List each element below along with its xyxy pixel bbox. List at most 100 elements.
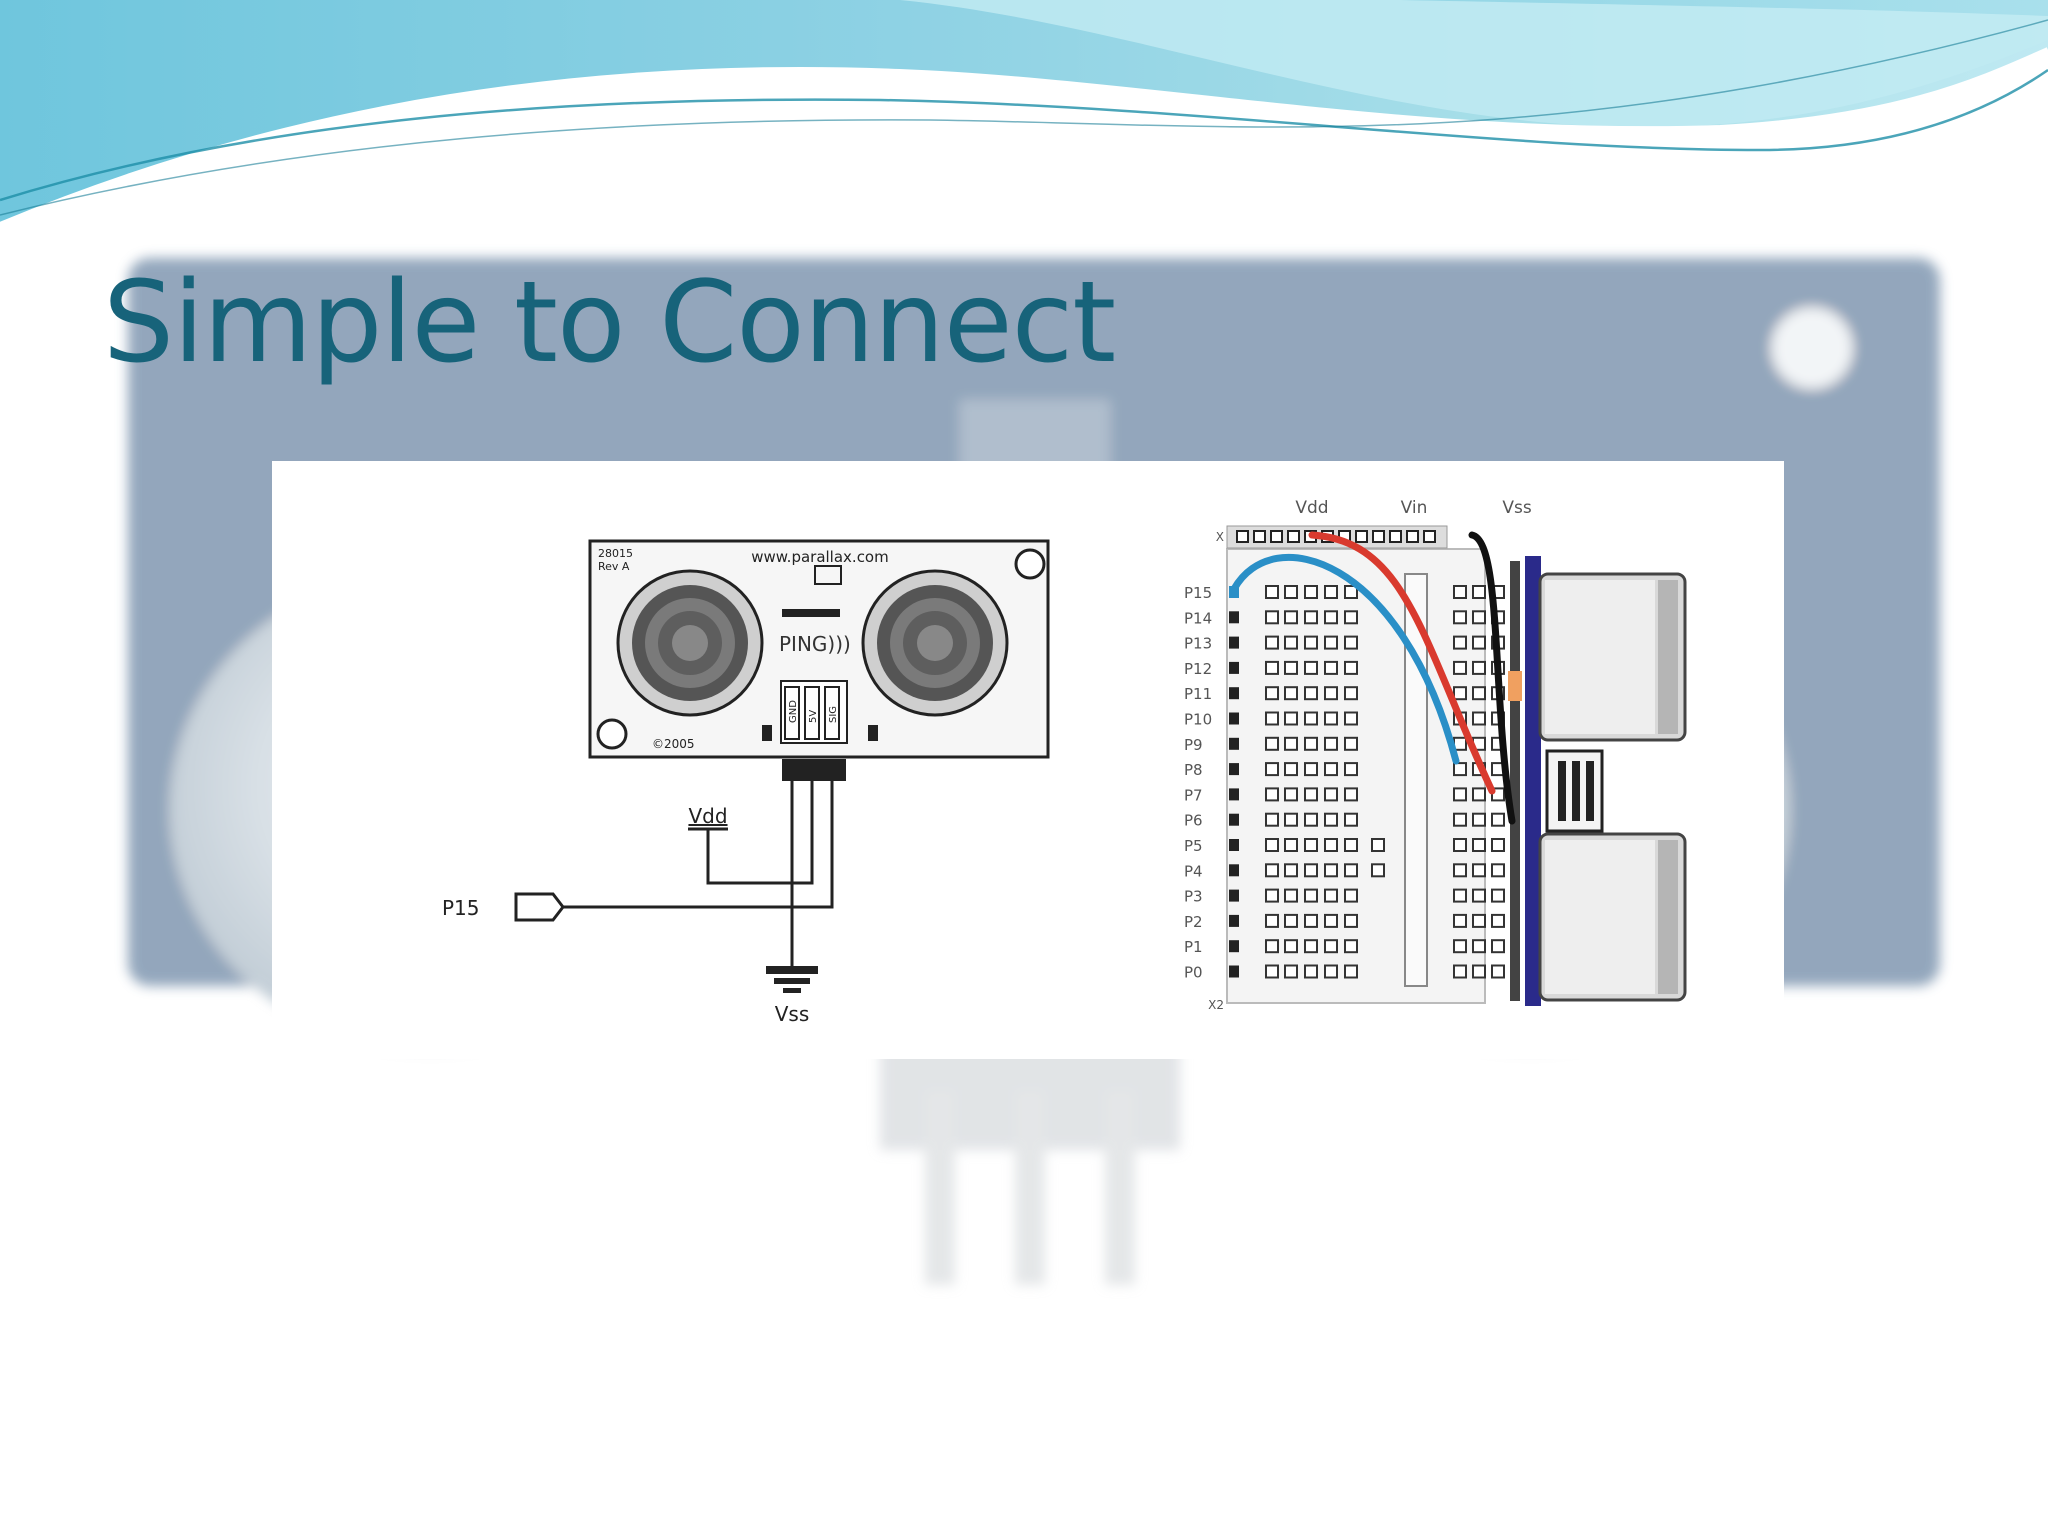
breadboard-socket — [1344, 585, 1358, 599]
breadboard-socket — [1472, 812, 1486, 827]
breadboard-socket — [1324, 863, 1338, 878]
breadboard-socket — [1344, 660, 1358, 675]
breadboard-socket — [1453, 660, 1467, 675]
breadboard-socket — [1453, 939, 1467, 954]
pin-header-socket — [1229, 737, 1239, 750]
pin-header-socket — [1229, 940, 1239, 953]
breadboard-socket — [1304, 888, 1318, 903]
board-text-copyright: ©2005 — [652, 737, 695, 751]
sensor-pin — [1572, 761, 1580, 821]
breadboard-socket — [1284, 711, 1298, 726]
schematic-diagram: www.parallax.com 28015 Rev A PING))) ©20… — [442, 539, 1050, 1026]
breadboard-socket — [1472, 964, 1486, 979]
breadboard-socket — [1344, 838, 1358, 852]
breadboard-socket — [1265, 585, 1279, 599]
breadboard-socket — [1491, 964, 1505, 979]
power-header-socket — [1355, 530, 1368, 543]
breadboard-socket — [1491, 939, 1505, 954]
breadboard-socket — [1472, 939, 1486, 954]
breadboard-socket — [1284, 838, 1298, 852]
breadboard-socket — [1265, 736, 1279, 751]
transducer-shadow — [1658, 580, 1678, 734]
pin-label: P5 — [1184, 837, 1203, 855]
ground-rail — [1525, 556, 1541, 1006]
breadboard-socket — [1324, 585, 1338, 599]
breadboard-socket — [1324, 635, 1338, 650]
board-text-top: www.parallax.com — [751, 548, 888, 566]
pin-label: P9 — [1184, 736, 1203, 754]
breadboard-socket — [1284, 787, 1298, 802]
power-header-socket — [1372, 530, 1385, 543]
breadboard-socket — [1324, 736, 1338, 751]
breadboard-socket — [1324, 888, 1338, 903]
breadboard-socket — [1265, 711, 1279, 726]
pin-label: P15 — [1184, 584, 1212, 602]
breadboard-socket — [1324, 964, 1338, 979]
breadboard-socket — [1284, 660, 1298, 675]
breadboard-socket — [1472, 686, 1486, 701]
sensor-header-strip — [1510, 561, 1520, 1001]
breadboard-socket — [1284, 939, 1298, 954]
transducer-shadow — [1658, 840, 1678, 994]
breadboard-socket — [1324, 939, 1338, 954]
breadboard-socket — [1472, 863, 1486, 878]
resistor-component — [1508, 671, 1522, 701]
breadboard-socket — [1324, 913, 1338, 928]
diagram-panel: www.parallax.com 28015 Rev A PING))) ©20… — [272, 461, 1784, 1059]
breadboard-socket — [1304, 736, 1318, 751]
pin-header-socket — [1229, 712, 1239, 725]
breadboard-socket — [1344, 610, 1358, 625]
breadboard-socket — [1472, 913, 1486, 928]
pin-header-socket — [1229, 687, 1239, 700]
breadboard-socket — [1265, 913, 1279, 928]
pin-header-socket — [1229, 636, 1239, 649]
p15-connector-icon — [514, 892, 565, 922]
top-label-vdd: Vdd — [1295, 498, 1328, 518]
breadboard-socket — [1344, 736, 1358, 751]
power-header-socket — [1287, 530, 1300, 543]
breadboard-socket — [1304, 635, 1318, 650]
breadboard-socket — [1304, 711, 1318, 726]
breadboard-socket — [1491, 812, 1505, 827]
breadboard-socket — [1344, 888, 1358, 903]
breadboard-socket — [1453, 787, 1467, 802]
breadboard-socket — [1344, 939, 1358, 954]
breadboard-socket — [1453, 888, 1467, 903]
breadboard-socket — [1284, 964, 1298, 979]
breadboard-socket — [1472, 711, 1486, 726]
breadboard-socket — [1324, 787, 1338, 802]
power-header-socket — [1236, 530, 1249, 543]
breadboard-socket — [1304, 838, 1318, 852]
pin-header-socket — [1229, 661, 1239, 674]
breadboard-socket — [1284, 686, 1298, 701]
pin-label: P1 — [1184, 938, 1203, 956]
breadboard-socket — [1265, 660, 1279, 675]
breadboard-socket — [1472, 787, 1486, 802]
pin-label: P3 — [1184, 888, 1203, 906]
breadboard-socket — [1472, 660, 1486, 675]
breadboard-socket — [1265, 838, 1279, 852]
breadboard-socket — [1453, 913, 1467, 928]
breadboard-socket — [1265, 812, 1279, 827]
breadboard-socket — [1472, 888, 1486, 903]
pin-label: P4 — [1184, 862, 1203, 880]
pin-header-socket — [1229, 788, 1239, 801]
breadboard-socket — [1491, 863, 1505, 878]
breadboard-socket — [1491, 913, 1505, 928]
board-text-rev: Rev A — [598, 560, 630, 573]
breadboard-socket — [1304, 787, 1318, 802]
breadboard-socket — [1491, 838, 1505, 852]
breadboard-socket — [1453, 585, 1467, 599]
breadboard-socket — [1284, 736, 1298, 751]
breadboard-socket — [1453, 635, 1467, 650]
breadboard-socket — [1265, 863, 1279, 878]
signal-wire — [1230, 554, 1460, 765]
breadboard-socket — [1265, 762, 1279, 777]
p15-label: P15 — [442, 896, 480, 920]
breadboard-socket — [1265, 939, 1279, 954]
breadboard-socket — [1472, 585, 1486, 599]
power-header-socket — [1253, 530, 1266, 543]
pin-header-socket — [1229, 889, 1239, 902]
